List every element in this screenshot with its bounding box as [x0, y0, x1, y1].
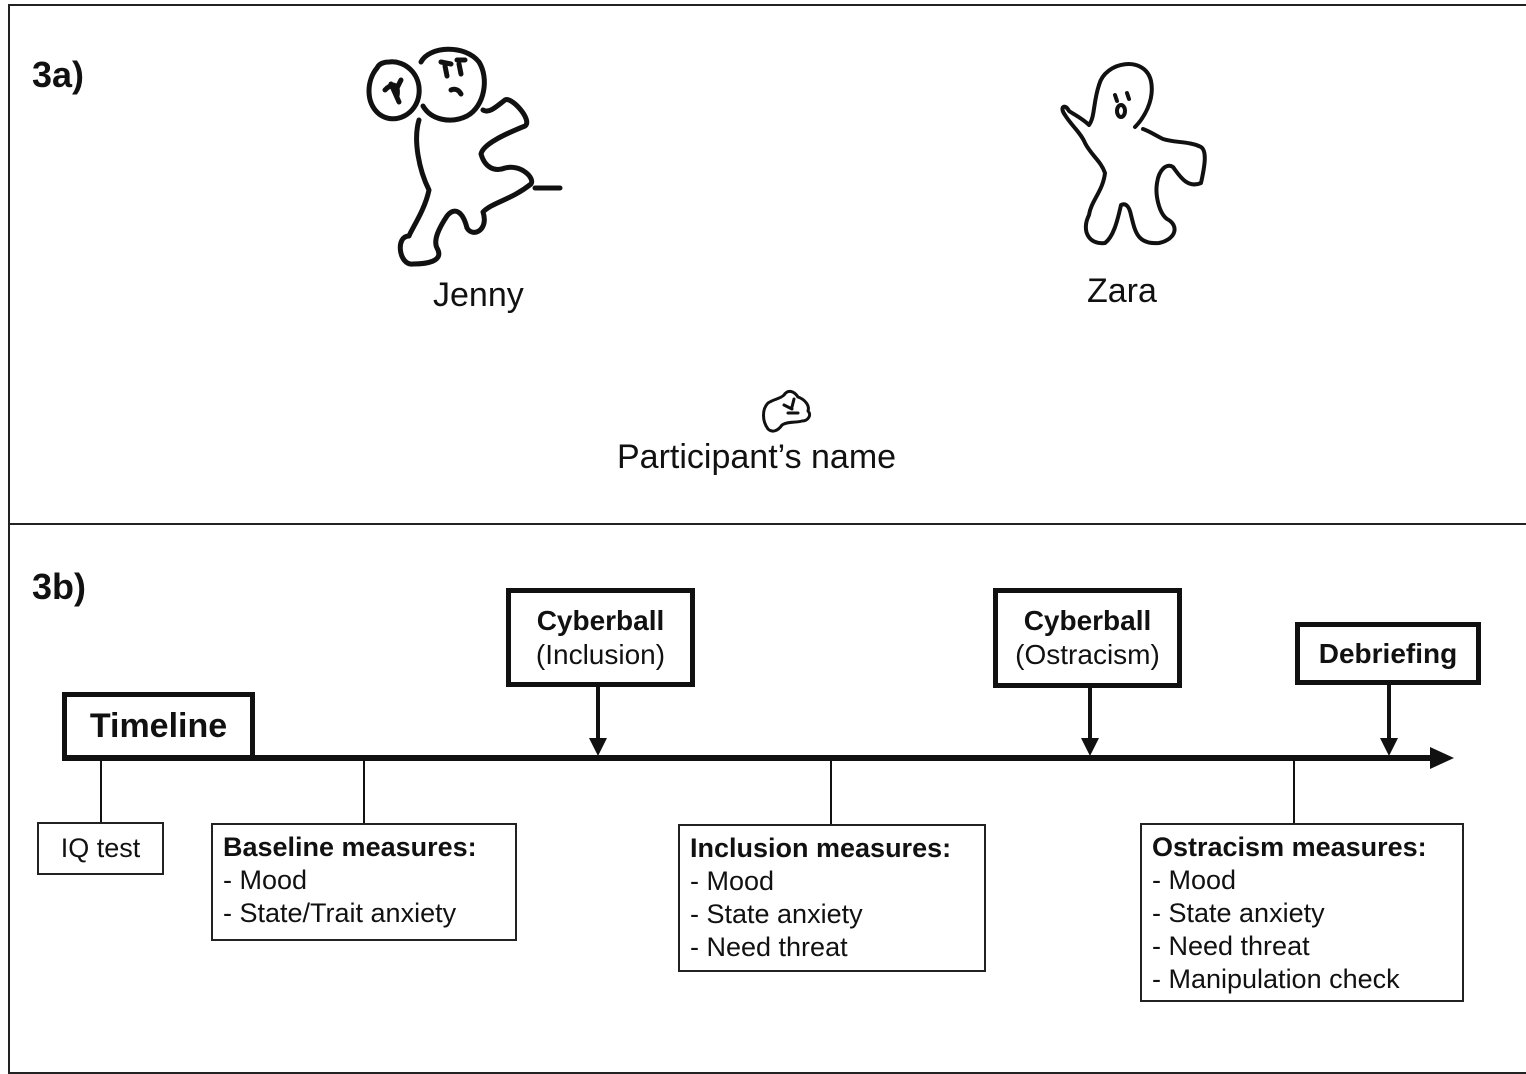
player-name-zara: Zara — [1087, 272, 1157, 310]
measure-item: - Need threat — [1152, 931, 1310, 961]
participant-name-label: Participant’s name — [617, 438, 897, 476]
hand-icon — [762, 389, 812, 433]
timeline-label-box: Timeline — [62, 692, 255, 760]
event-box-debriefing: Debriefing — [1295, 622, 1481, 685]
measure-item: - State anxiety — [1152, 898, 1325, 928]
measure-item: - Mood — [223, 865, 308, 895]
measure-title: IQ test — [60, 833, 141, 863]
measure-box-baseline: Baseline measures: - Mood - State/Trait … — [211, 823, 517, 941]
measure-item: - Mood — [1152, 865, 1237, 895]
measure-item: - Manipulation check — [1152, 964, 1400, 994]
event-title: Cyberball — [536, 604, 665, 636]
measure-title: Ostracism measures: — [1152, 832, 1427, 862]
measure-box-ostracism: Ostracism measures: - Mood - State anxie… — [1140, 823, 1464, 1002]
zara-figure-icon — [1060, 62, 1207, 246]
measure-title: Baseline measures: — [223, 832, 477, 862]
measure-box-iq-test: IQ test — [37, 822, 164, 875]
player-name-jenny: Jenny — [433, 276, 524, 314]
event-box-cyberball-inclusion: Cyberball (Inclusion) — [506, 588, 695, 687]
event-subtitle: (Ostracism) — [1015, 639, 1160, 670]
measure-box-inclusion: Inclusion measures: - Mood - State anxie… — [678, 824, 986, 972]
measure-item: - State anxiety — [690, 899, 863, 929]
measure-title: Inclusion measures: — [690, 833, 952, 863]
panel-divider — [8, 523, 1526, 525]
event-subtitle: (Inclusion) — [535, 638, 666, 670]
measure-item: - State/Trait anxiety — [223, 898, 457, 928]
measure-item: - Mood — [690, 866, 775, 896]
event-box-cyberball-ostracism: Cyberball (Ostracism) — [993, 588, 1182, 688]
panel-b-label: 3b) — [32, 566, 86, 607]
event-title: Debriefing — [1318, 637, 1458, 669]
panel-a-label: 3a) — [32, 54, 85, 95]
jenny-figure-icon — [366, 46, 563, 267]
timeline-label: Timeline — [89, 706, 228, 745]
event-title: Cyberball — [1023, 605, 1152, 636]
measure-item: - Need threat — [690, 932, 848, 962]
